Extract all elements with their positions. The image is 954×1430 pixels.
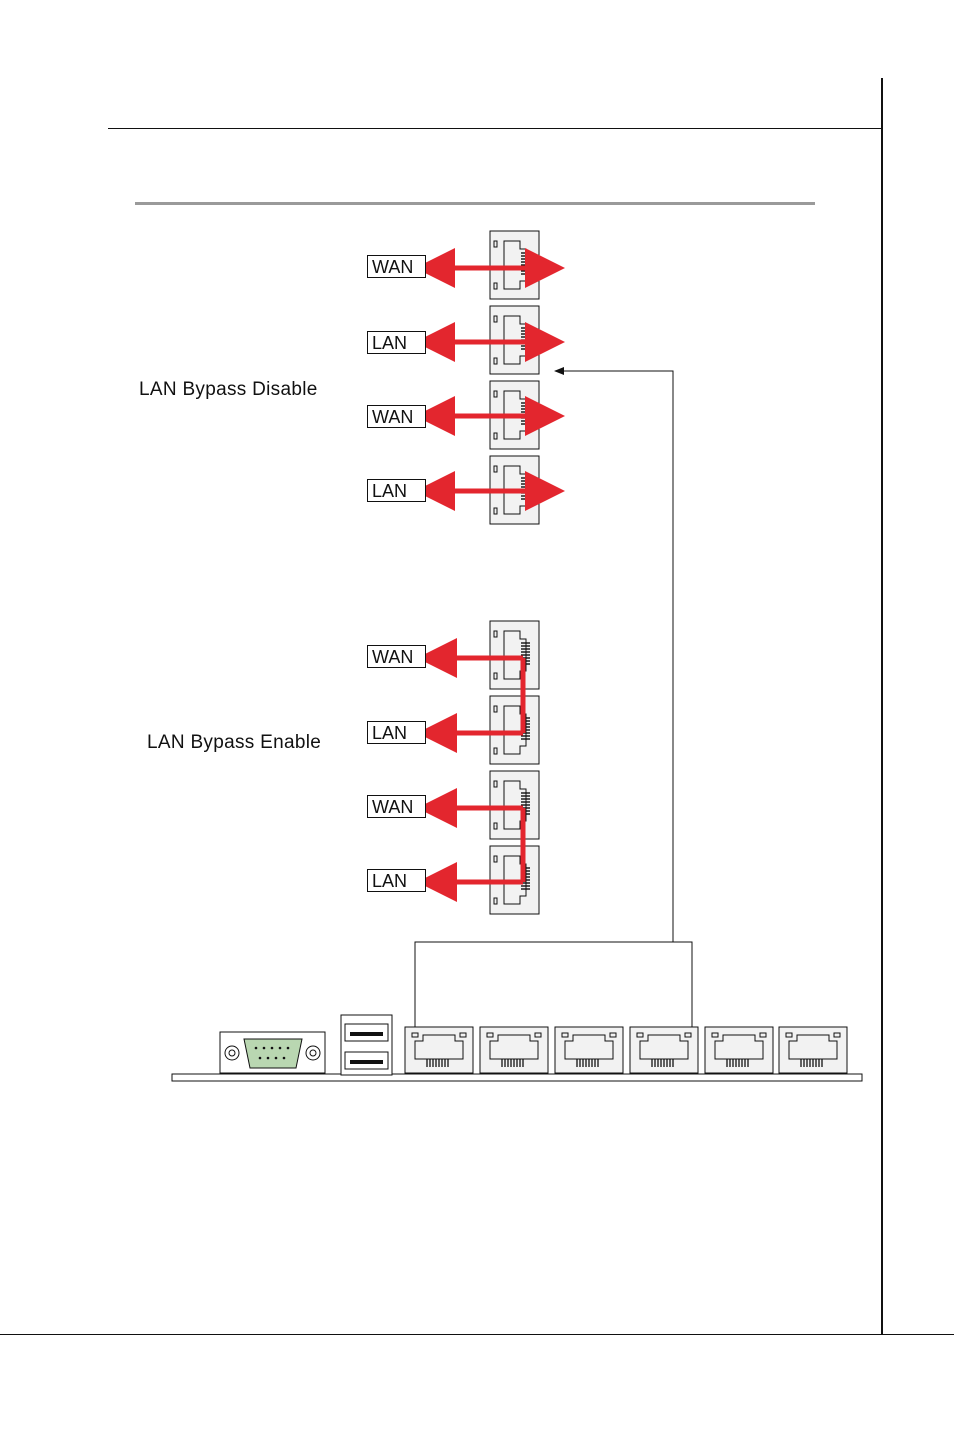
rj45-port-icon: [630, 1027, 698, 1073]
rj45-port-icon: [555, 1027, 623, 1073]
lan-bypass-disable-label: LAN Bypass Disable: [139, 379, 318, 401]
rj45-port-icon: [405, 1027, 473, 1073]
disable-port-tag-4: LAN: [367, 479, 426, 502]
disable-port-tag-1: WAN: [367, 255, 426, 278]
disable-port-tag-2: LAN: [367, 331, 426, 354]
callout-lines: [415, 371, 692, 1028]
rj45-port-icon: [490, 696, 539, 764]
enable-port-tag-3: WAN: [367, 795, 426, 818]
disable-port-tag-3: WAN: [367, 405, 426, 428]
rear-io-panel: [172, 1015, 862, 1081]
panel-base: [172, 1074, 862, 1081]
rj45-port-icon: [490, 231, 539, 299]
enable-ports: [490, 621, 539, 914]
rj45-port-icon: [480, 1027, 548, 1073]
rj45-port-icon: [705, 1027, 773, 1073]
lan-bypass-enable-label: LAN Bypass Enable: [147, 732, 321, 754]
enable-port-tag-1: WAN: [367, 645, 426, 668]
rj45-port-icon: [490, 621, 539, 689]
rj45-port-icon: [490, 771, 539, 839]
callout-arrow: [555, 371, 673, 942]
enable-port-tag-2: LAN: [367, 721, 426, 744]
enable-port-tag-4: LAN: [367, 869, 426, 892]
usb-port-icon: [341, 1015, 392, 1075]
disable-ports: [490, 231, 539, 524]
rj45-port-icon: [779, 1027, 847, 1073]
serial-port-icon: [220, 1032, 325, 1073]
callout-bracket: [415, 942, 692, 1028]
